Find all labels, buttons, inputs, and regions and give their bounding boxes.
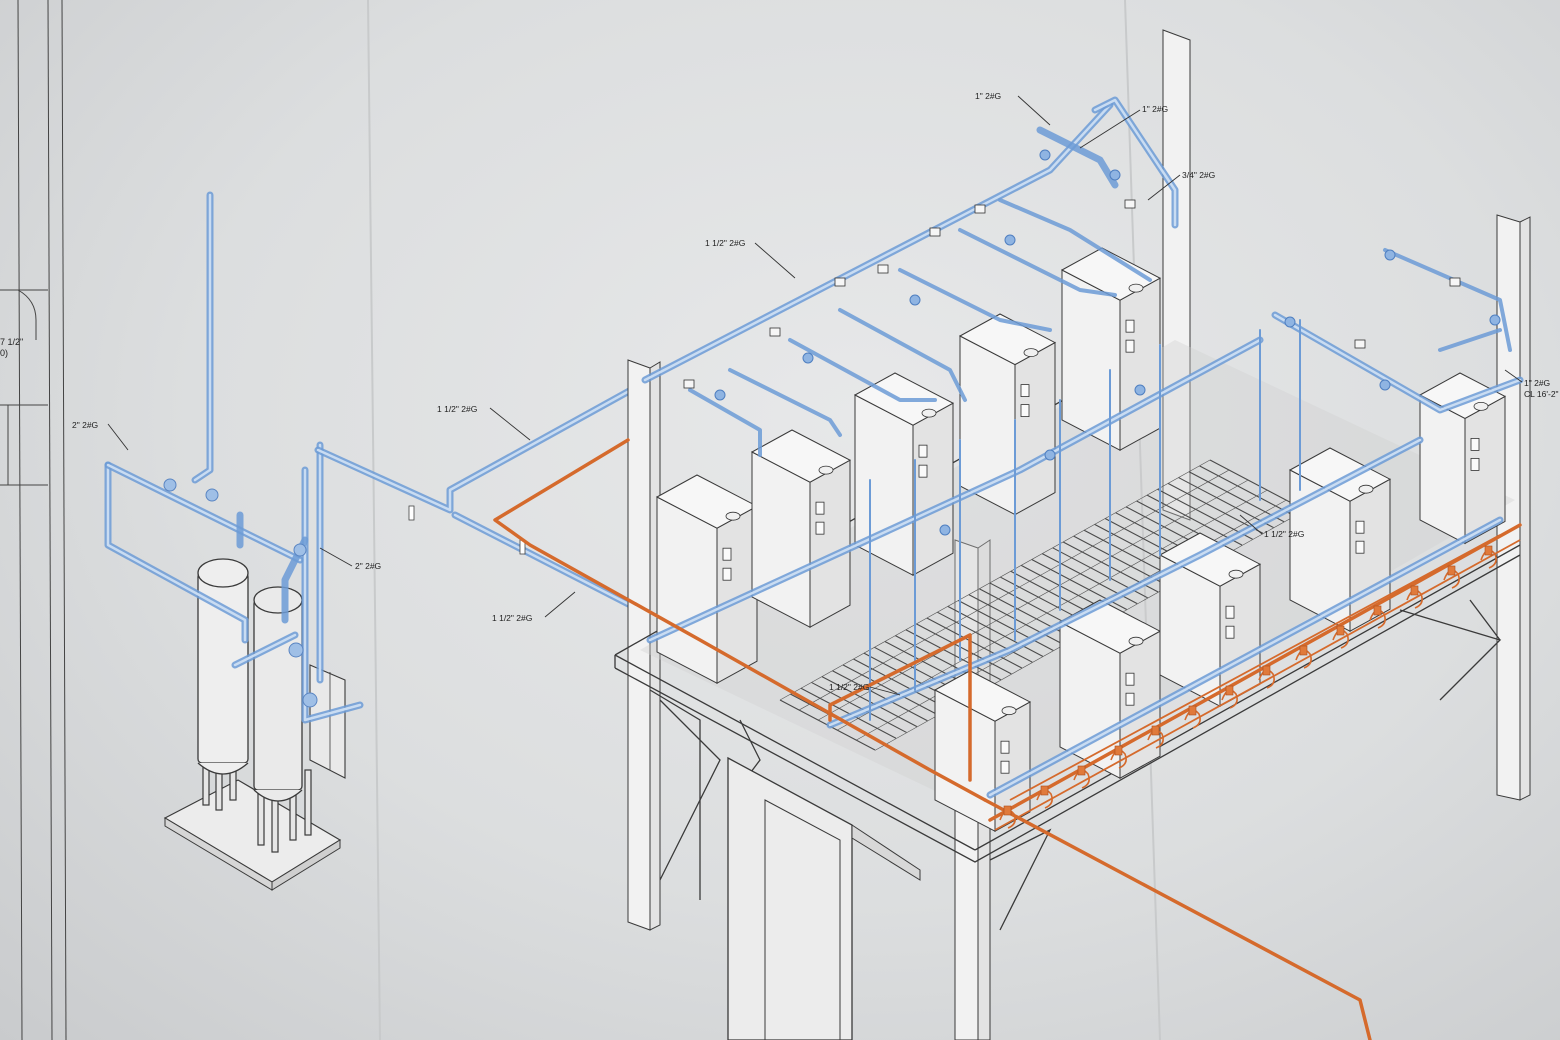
pipe-size-label: 2" 2#G <box>355 561 381 571</box>
grating-bar <box>905 629 1002 681</box>
paper-fold-line <box>1124 0 1161 1040</box>
heater-unit <box>958 313 1057 516</box>
junction-box <box>1299 645 1308 656</box>
pipe-size-label: 3/4" 2#G <box>1182 170 1215 180</box>
heater-unit <box>655 474 759 685</box>
junction-box <box>1003 805 1012 816</box>
electrical-conduit <box>493 438 1522 1040</box>
heater-unit <box>1418 372 1507 545</box>
grating-bar <box>800 687 897 739</box>
edge-label: 0) <box>0 348 8 358</box>
grating-bar <box>1178 477 1274 529</box>
grating-bar <box>1157 488 1253 540</box>
grating-bar <box>1167 482 1264 534</box>
junction-box <box>1151 725 1160 736</box>
grating-bar <box>937 611 1033 663</box>
pipe-size-label: 1 1/2" 2#G <box>492 613 532 623</box>
left-title-block: 7 1/2" 0) <box>0 0 67 1040</box>
conduit-junction <box>1443 569 1460 589</box>
centerline-elevation-label: CL 16'-2" <box>1524 389 1559 399</box>
junction-box <box>1225 685 1234 696</box>
junction-box <box>1373 605 1382 616</box>
vessel-skid <box>163 558 346 891</box>
conduit-junction <box>1480 549 1497 569</box>
conduit-junction <box>1221 689 1238 709</box>
conduit-junction <box>999 809 1016 829</box>
grating-bar <box>1146 494 1243 546</box>
pipe-size-label: 1" 2#G <box>1524 378 1550 388</box>
grating-bar <box>947 605 1044 657</box>
edge-label: 7 1/2" <box>0 337 23 347</box>
pipe-size-label: 1 1/2" 2#G <box>1264 529 1304 539</box>
grating-bar <box>842 664 939 716</box>
grating-bar <box>1188 471 1285 523</box>
conduit-junction <box>1036 789 1053 809</box>
conduit-junction <box>1406 589 1423 609</box>
grating-bar <box>1199 465 1295 517</box>
junction-box <box>1040 785 1049 796</box>
conduit-junction <box>1184 709 1201 729</box>
grating-bar <box>916 623 1012 675</box>
heater-unit <box>750 429 852 629</box>
junction-box <box>1114 745 1123 756</box>
pipe-size-label: 1 1/2" 2#G <box>437 404 477 414</box>
grating-bar <box>979 588 1075 640</box>
conduit-junction <box>1295 649 1312 669</box>
conduit-junction <box>1258 669 1275 689</box>
junction-box <box>1410 585 1419 596</box>
pipe-size-label: 1" 2#G <box>1142 104 1168 114</box>
upper-gas-distribution <box>641 96 1524 799</box>
pipe-callouts: 1" 2#G 1" 2#G 3/4" 2#G 1 1/2" 2#G 1 1/2"… <box>72 91 1559 696</box>
paper-fold-line <box>367 0 381 1040</box>
grating-bar <box>968 594 1065 646</box>
door <box>727 756 853 1040</box>
grating-bar <box>1209 459 1306 511</box>
conduit-junction <box>1369 609 1386 629</box>
junction-box <box>1077 765 1086 776</box>
heater-units <box>655 247 1507 833</box>
conduit-junction <box>1110 749 1127 769</box>
grating-bar <box>832 670 928 722</box>
pipe-size-label: 1 1/2" 2#G <box>829 682 869 692</box>
grating-rail <box>779 459 1211 701</box>
conduit-junction <box>1073 769 1090 789</box>
pipe-size-label: 1 1/2" 2#G <box>705 238 745 248</box>
pressure-vessel <box>253 599 303 791</box>
junction-box <box>1336 625 1345 636</box>
grating-bar <box>958 600 1054 651</box>
conduit-junction <box>1332 629 1349 649</box>
pipe-size-label: 2" 2#G <box>72 420 98 430</box>
main-gas-header <box>314 381 644 614</box>
conduit-junction <box>1147 729 1164 749</box>
pipe-size-label: 1" 2#G <box>975 91 1001 101</box>
skid-gas-piping <box>104 191 364 724</box>
grating-rail <box>817 479 1249 721</box>
junction-box <box>1484 545 1493 556</box>
junction-box <box>1447 565 1456 576</box>
grating-bar <box>926 617 1023 669</box>
grating-bar <box>811 681 907 733</box>
junction-box <box>1262 665 1271 676</box>
junction-box <box>1188 705 1197 716</box>
